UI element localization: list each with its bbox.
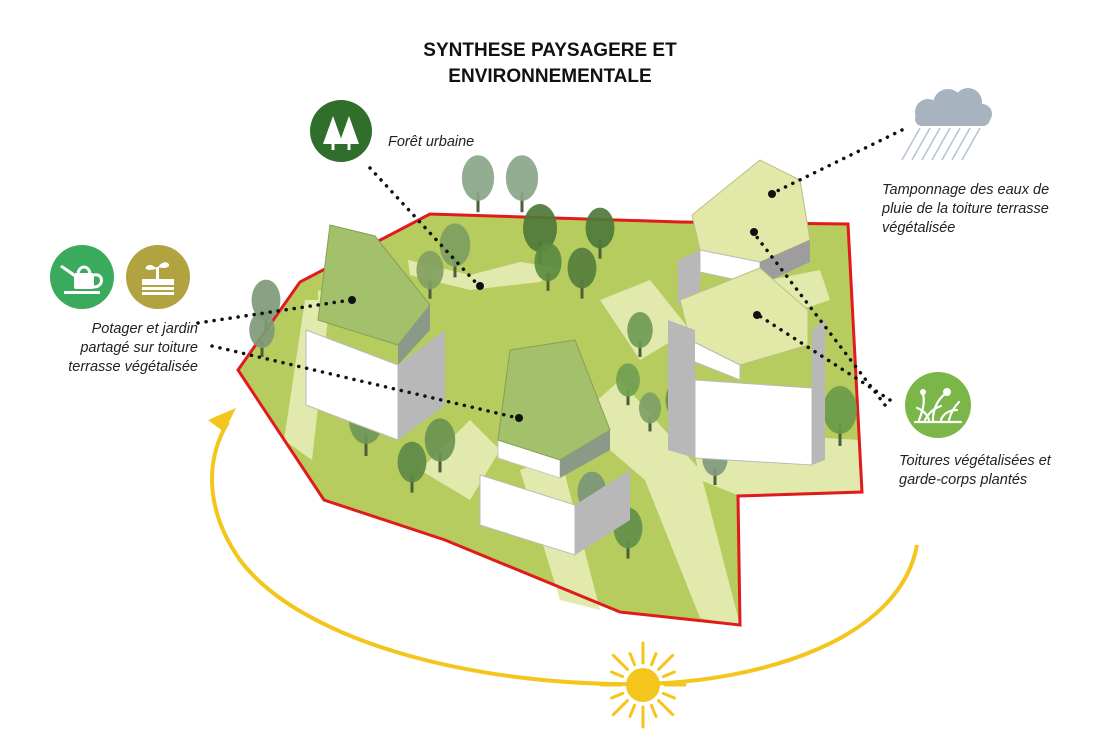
sun-icon: [599, 641, 687, 729]
tree: [439, 223, 471, 278]
building-right: [668, 267, 825, 466]
green-roof-plants-icon: [905, 372, 971, 438]
label-tamponnage: Tamponnage des eaux de pluie de la toitu…: [882, 181, 1049, 238]
tree: [638, 392, 662, 432]
tree: [627, 312, 653, 357]
tree: [567, 247, 597, 299]
label-tamponnage-line-1: Tamponnage des eaux de: [882, 182, 1050, 198]
label-potager-line-1: Potager et jardin: [91, 321, 198, 337]
label-toitures-line-1: Toitures végétalisées et: [899, 453, 1051, 469]
tree: [397, 441, 427, 493]
planter-box-icon: [126, 245, 190, 309]
diagram-title: SYNTHESE PAYSAGERE ET ENVIRONNEMENTALE: [350, 38, 750, 90]
building-center: [479, 339, 630, 556]
tree: [461, 155, 495, 213]
sun-path-arc: [210, 420, 919, 687]
tree: [585, 207, 615, 259]
tree: [424, 418, 456, 473]
label-foret-line-1: Forêt urbaine: [388, 134, 475, 150]
tree: [616, 363, 640, 406]
sun-path-arrowhead: [208, 408, 236, 432]
watering-can-icon: [50, 245, 114, 309]
title-line-1: SYNTHESE PAYSAGERE ET: [423, 40, 677, 61]
tree: [534, 242, 562, 291]
title-line-2: ENVIRONNEMENTALE: [448, 66, 652, 87]
label-toitures-line-2: garde-corps plantés: [899, 472, 1028, 488]
label-potager-line-3: terrasse végétalisée: [68, 359, 198, 375]
label-toitures: Toitures végétalisées et garde-corps pla…: [899, 452, 1051, 490]
building-left: [305, 224, 445, 441]
site-boundary: [236, 212, 864, 627]
leader-endpoints: [348, 190, 776, 422]
forest-icon: [310, 100, 372, 162]
leader-lines: [196, 128, 904, 420]
label-potager-line-2: partagé sur toiture: [80, 340, 198, 356]
site-paths: [284, 260, 862, 625]
label-tamponnage-line-2: pluie de la toiture terrasse: [882, 201, 1049, 217]
label-foret-urbaine: Forêt urbaine: [388, 133, 474, 152]
tree: [249, 312, 275, 357]
rain-cloud-icon: [901, 88, 992, 161]
tree: [505, 155, 539, 213]
label-potager: Potager et jardin partagé sur toiture te…: [40, 320, 198, 377]
label-tamponnage-line-3: végétalisée: [882, 220, 956, 236]
tree: [416, 250, 444, 299]
tree: [823, 386, 857, 446]
